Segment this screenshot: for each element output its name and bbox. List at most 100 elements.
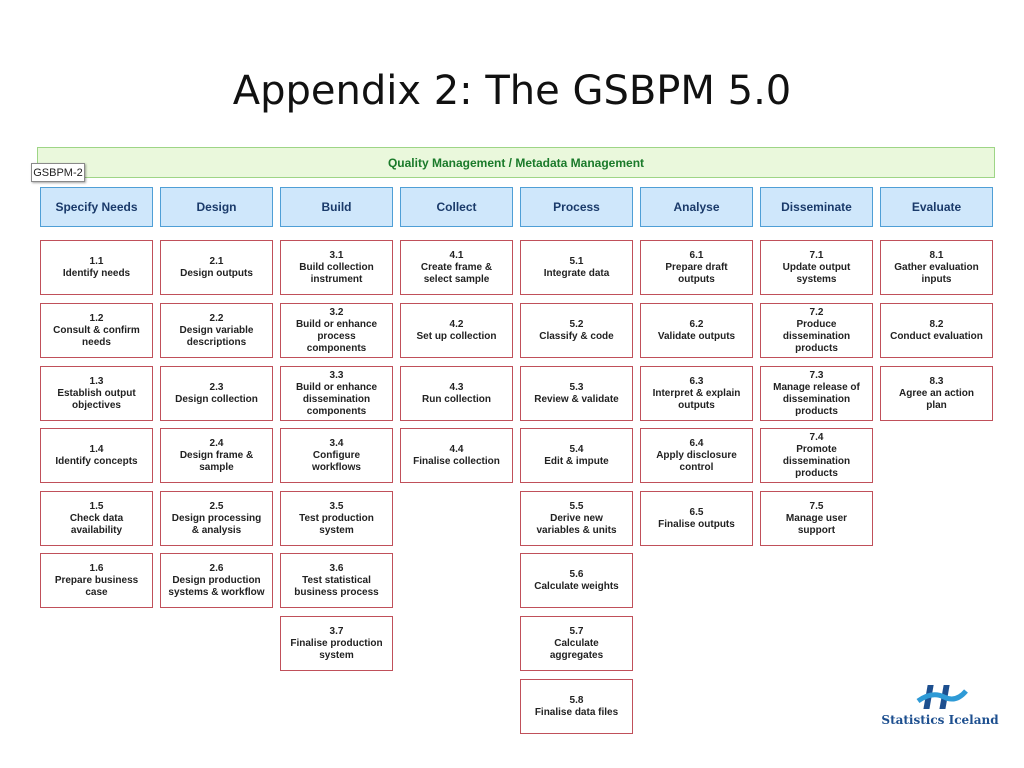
subprocess-label: Calculate aggregates (549, 637, 604, 661)
subprocess-label: Build or enhance process components (295, 318, 378, 354)
subprocess-label: Produce dissemination products (782, 318, 851, 354)
subprocess-number: 7.3 (809, 369, 824, 381)
subprocess-label: Finalise production system (290, 637, 383, 661)
subprocess-label: Finalise data files (534, 706, 619, 718)
subprocess-number: 8.1 (929, 249, 944, 261)
subprocess-number: 3.3 (329, 369, 344, 381)
subprocess-label: Manage user support (785, 512, 848, 536)
subprocess-number: 3.7 (329, 625, 344, 637)
subprocess-label: Agree an action plan (898, 387, 975, 411)
subprocess-label: Validate outputs (657, 330, 736, 342)
phase-header: Disseminate (760, 187, 873, 227)
subprocess-number: 6.2 (689, 318, 704, 330)
subprocess-number: 1.4 (89, 443, 104, 455)
subprocess-number: 5.7 (569, 625, 584, 637)
subprocess-number: 4.2 (449, 318, 464, 330)
subprocess-number: 1.2 (89, 312, 104, 324)
subprocess-number: 3.5 (329, 500, 344, 512)
subprocess-label: Create frame & select sample (420, 261, 493, 285)
subprocess-number: 2.3 (209, 381, 224, 393)
subprocess-label: Edit & impute (544, 455, 609, 467)
subprocess-number: 3.1 (329, 249, 344, 261)
subprocess-number: 7.5 (809, 500, 824, 512)
gsbpm-tag: GSBPM-2 (31, 163, 85, 182)
subprocess-label: Update output systems (782, 261, 851, 285)
subprocess-number: 5.5 (569, 500, 584, 512)
phase-header: Specify Needs (40, 187, 153, 227)
phase-header: Analyse (640, 187, 753, 227)
subprocess-number: 1.5 (89, 500, 104, 512)
phase-header: Build (280, 187, 393, 227)
subprocess-label: Build or enhance dissemination component… (295, 381, 378, 417)
subprocess-number: 2.6 (209, 562, 224, 574)
subprocess-number: 5.6 (569, 568, 584, 580)
subprocess-label: Prepare draft outputs (665, 261, 728, 285)
subprocess-label: Identify concepts (55, 455, 138, 467)
subprocess-number: 1.1 (89, 255, 104, 267)
subprocess-label: Design processing & analysis (171, 512, 262, 536)
logo-label: Statistics Iceland (881, 713, 999, 727)
subprocess-number: 6.1 (689, 249, 704, 261)
statistics-iceland-logo: Statistics Iceland (880, 683, 1000, 733)
subprocess-number: 3.2 (329, 306, 344, 318)
subprocess-number: 6.3 (689, 375, 704, 387)
subprocess-number: 7.4 (809, 431, 824, 443)
subprocess-label: Design variable descriptions (179, 324, 254, 348)
subprocess-label: Conduct evaluation (890, 330, 983, 342)
subprocess-label: Design collection (175, 393, 258, 405)
subprocess-label: Integrate data (543, 267, 610, 279)
phase-header: Collect (400, 187, 513, 227)
subprocess-label: Manage release of dissemination products (773, 381, 860, 417)
subprocess-label: Finalise outputs (658, 518, 735, 530)
subprocess-number: 5.2 (569, 318, 584, 330)
subprocess-label: Calculate weights (534, 580, 619, 592)
subprocess-label: Test statistical business process (294, 574, 379, 598)
subprocess-number: 1.3 (89, 375, 104, 387)
subprocess-number: 7.1 (809, 249, 824, 261)
subprocess-number: 8.2 (929, 318, 944, 330)
subprocess-number: 4.3 (449, 381, 464, 393)
subprocess-label: Set up collection (416, 330, 497, 342)
subprocess-number: 1.6 (89, 562, 104, 574)
subprocess-number: 5.3 (569, 381, 584, 393)
subprocess-number: 5.8 (569, 694, 584, 706)
subprocess-label: Design outputs (180, 267, 253, 279)
statistics-iceland-logo-icon (916, 685, 968, 709)
subprocess-number: 7.2 (809, 306, 824, 318)
subprocess-label: Configure workflows (312, 449, 361, 473)
subprocess-number: 4.4 (449, 443, 464, 455)
